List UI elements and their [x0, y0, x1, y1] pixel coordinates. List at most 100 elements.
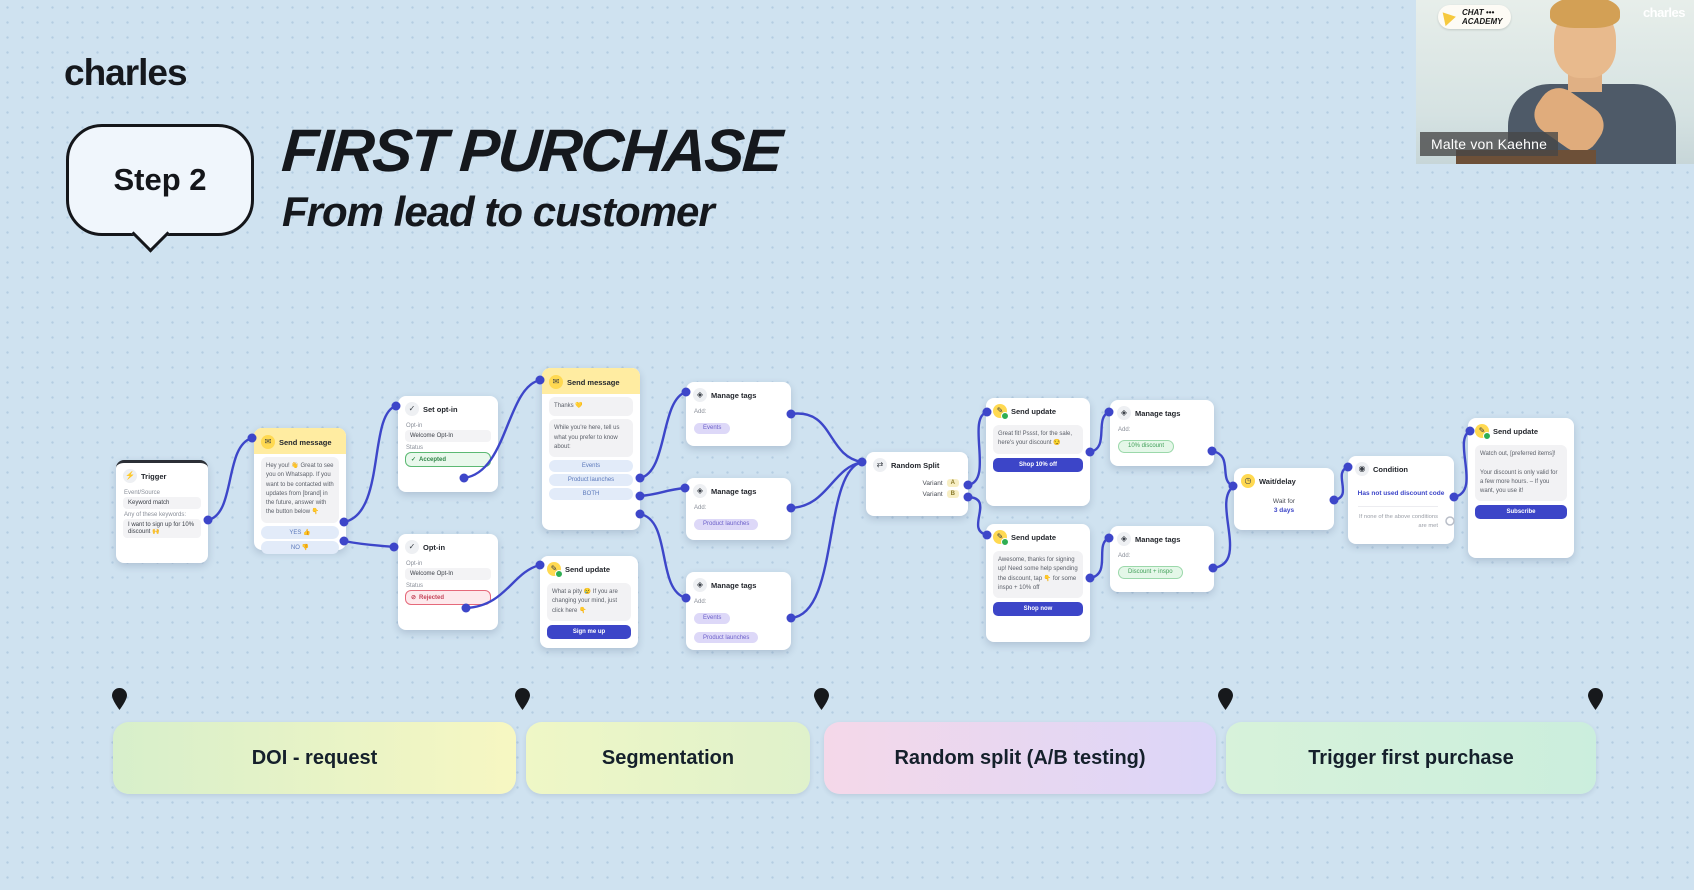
event-source-field[interactable]: Keyword match — [123, 497, 201, 509]
message-body: Great fit! Pssst, for the sale, here's y… — [993, 425, 1083, 454]
message-body: What a pity 😢 If you are changing your m… — [547, 583, 631, 621]
tag-chip: Product launches — [694, 518, 759, 530]
tag-icon: ◈ — [1117, 406, 1131, 420]
timeline-pin-icon — [515, 688, 530, 710]
node-random-split[interactable]: ⇄ Random Split Variant A Variant B — [866, 452, 968, 516]
node-title: Manage tags — [711, 390, 757, 400]
step-badge: Step 2 — [66, 124, 254, 253]
node-send-update-reject[interactable]: ✎ Send update What a pity 😢 If you are c… — [540, 556, 638, 648]
node-manage-tags-inspo[interactable]: ◈ Manage tags Add: Discount + inspo — [1110, 526, 1214, 592]
wait-value[interactable]: 3 days — [1273, 507, 1295, 514]
product-launches-button[interactable]: Product launches — [549, 474, 633, 487]
play-icon — [1442, 9, 1458, 27]
presence-dot — [555, 570, 563, 578]
tag-chip: Events — [694, 422, 731, 434]
section-label: Trigger first purchase — [1308, 746, 1514, 769]
sign-me-up-button[interactable]: Sign me up — [547, 624, 631, 639]
tag-chip: Events — [694, 612, 731, 624]
node-manage-tags-product[interactable]: ◈ Manage tags Add: Product launches — [686, 478, 791, 540]
tag-chip: Discount + inspo — [1118, 565, 1183, 579]
variant-b-row: Variant B — [875, 490, 959, 498]
variant-a-row: Variant A — [875, 479, 959, 487]
node-title: Wait/delay — [1259, 476, 1296, 486]
field-label: Add: — [1118, 553, 1131, 559]
node-manage-tags-discount[interactable]: ◈ Manage tags Add: 10% discount — [1110, 400, 1214, 466]
opt-in-field[interactable]: Welcome Opt-In — [405, 430, 491, 442]
node-title: Manage tags — [1135, 408, 1181, 418]
message-body: While you're here, tell us what you pref… — [549, 419, 633, 458]
node-send-update-a[interactable]: ✎ Send update Great fit! Pssst, for the … — [986, 398, 1090, 506]
shuffle-icon: ⇄ — [873, 458, 887, 472]
presenter-name: Malte von Kaehne — [1420, 132, 1559, 156]
section-label: Segmentation — [601, 746, 735, 769]
chat-academy-line1: CHAT ••• — [1462, 8, 1495, 17]
step-badge-tail — [131, 214, 170, 253]
events-button[interactable]: Events — [549, 460, 633, 473]
condition-fallback: If none of the above conditions are met — [1358, 506, 1438, 530]
node-send-message-2[interactable]: ✉ Send message Thanks 💛 While you're her… — [542, 368, 640, 530]
field-label: Add: — [694, 599, 707, 605]
message-body: Watch out, [preferred items]! Your disco… — [1475, 445, 1567, 502]
node-send-message-1[interactable]: ✉ Send message Hey you! 👋 Great to see y… — [254, 428, 346, 554]
shop-now-button[interactable]: Shop now — [993, 602, 1083, 617]
tag-icon: ◈ — [693, 484, 707, 498]
charles-watermark: charles — [1642, 5, 1686, 20]
node-title: Send message — [279, 437, 332, 447]
no-button[interactable]: NO 👎 — [261, 540, 339, 554]
node-manage-tags-both[interactable]: ◈ Manage tags Add: Events Product launch… — [686, 572, 791, 650]
field-label: Add: — [694, 409, 707, 415]
presence-dot — [1001, 412, 1009, 420]
chat-academy-line2: ACADEMY — [1462, 17, 1503, 27]
node-set-opt-in[interactable]: ✓ Set opt-in Opt-in Welcome Opt-In Statu… — [398, 396, 498, 492]
variant-label: Variant — [922, 490, 943, 498]
eye-icon: ◉ — [1355, 462, 1369, 476]
step-badge-label: Step 2 — [113, 162, 207, 197]
presenter-hair — [1550, 0, 1620, 28]
section-trigger-first-purchase: Trigger first purchase — [1226, 722, 1596, 794]
tag-chip: Product launches — [694, 632, 759, 643]
tag-chip: 10% discount — [1118, 439, 1175, 453]
chat-academy-badge: CHAT ••• ACADEMY — [1438, 5, 1512, 30]
node-manage-tags-events[interactable]: ◈ Manage tags Add: Events — [686, 382, 791, 446]
node-send-update-b[interactable]: ✎ Send update Awesome, thanks for signin… — [986, 524, 1090, 642]
timeline-pin-icon — [1588, 688, 1603, 710]
trigger-icon: ⚡ — [123, 469, 137, 483]
opt-in-field[interactable]: Welcome Opt-In — [405, 568, 491, 580]
message-body: Hey you! 👋 Great to see you on Whatsapp.… — [261, 457, 339, 523]
both-button[interactable]: BOTH — [549, 488, 633, 501]
shop-discount-button[interactable]: Shop 10% off — [993, 457, 1083, 472]
field-label: Event/Source — [124, 490, 161, 496]
message-line: Your discount is only valid for a few mo… — [1480, 469, 1558, 495]
node-opt-in-rejected[interactable]: ✓ Opt-in Opt-in Welcome Opt-In Status ⊘ … — [398, 534, 498, 630]
field-label: Add: — [1118, 427, 1131, 433]
variant-b-badge: B — [946, 490, 959, 498]
message-icon: ✉ — [261, 435, 275, 449]
clock-icon: ◷ — [1241, 474, 1255, 488]
node-title: Send update — [1011, 532, 1057, 542]
subscribe-button[interactable]: Subscribe — [1475, 505, 1567, 520]
node-title: Random Split — [891, 460, 940, 470]
message-line: Watch out, [preferred items]! — [1480, 451, 1556, 457]
check-icon: ✓ — [411, 457, 417, 463]
message-body: Awesome, thanks for signing up! Need som… — [993, 551, 1083, 599]
yes-button[interactable]: YES 👍 — [261, 525, 339, 539]
tag-icon: ◈ — [1117, 532, 1131, 546]
field-label: Any of these keywords: — [124, 512, 187, 518]
status-badge: ✓ Accepted — [405, 452, 491, 467]
field-label: Status — [406, 583, 424, 589]
keywords-field[interactable]: I want to sign up for 10% discount 🙌 — [123, 519, 201, 538]
condition-rule[interactable]: Has not used discount code — [1357, 490, 1445, 497]
timeline-pin-icon — [112, 688, 127, 710]
node-condition[interactable]: ◉ Condition Has not used discount code I… — [1348, 456, 1454, 544]
field-label: Opt-in — [406, 423, 423, 429]
blocked-icon: ⊘ — [411, 595, 417, 601]
node-title: Manage tags — [711, 486, 757, 496]
node-title: Send message — [567, 377, 620, 387]
node-send-update-final[interactable]: ✎ Send update Watch out, [preferred item… — [1468, 418, 1574, 558]
opt-in-icon: ✓ — [405, 540, 419, 554]
node-trigger[interactable]: ⚡ Trigger Event/Source Keyword match Any… — [116, 460, 208, 563]
section-label: Random split (A/B testing) — [894, 746, 1146, 769]
node-title: Condition — [1373, 464, 1408, 474]
node-wait-delay[interactable]: ◷ Wait/delay Wait for 3 days — [1234, 468, 1334, 530]
tag-icon: ◈ — [693, 388, 707, 402]
